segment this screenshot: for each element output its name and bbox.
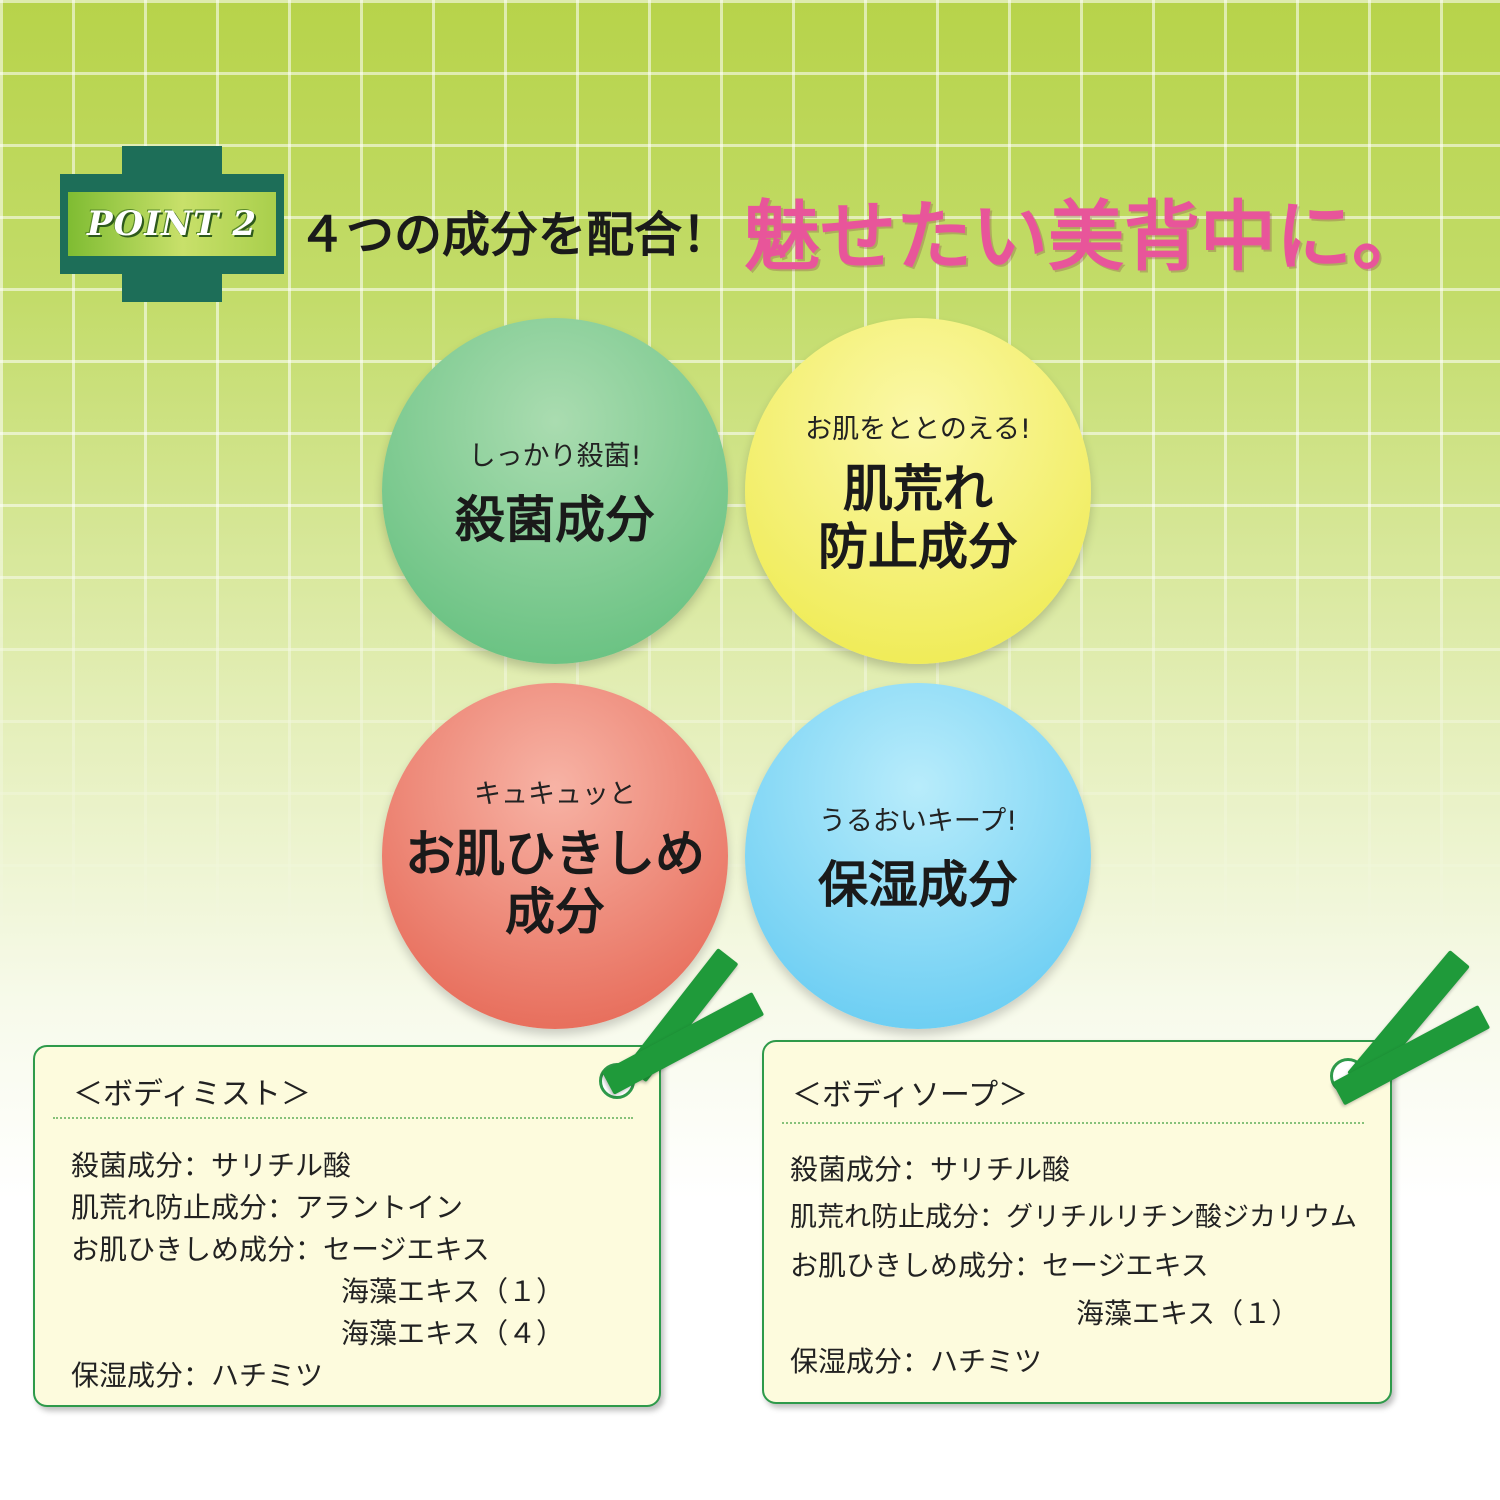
circle-moisturizing: うるおいキープ! 保湿成分	[745, 683, 1091, 1029]
headline: ４つの成分を配合！ 魅せたい美背中に。	[298, 180, 1428, 281]
ingredient-line: 保湿成分：ハチミツ	[71, 1359, 324, 1392]
dotted-divider	[782, 1122, 1364, 1124]
circle-title-line1: 肌荒れ	[843, 459, 993, 518]
headline-accent: 魅せたい美背中に。	[744, 192, 1429, 281]
circle-title: 保湿成分	[818, 855, 1018, 914]
card-body-mist: ＜ボディミスト＞ 殺菌成分：サリチル酸 肌荒れ防止成分：アラントイン お肌ひきし…	[33, 1045, 661, 1407]
circle-title-line1: お肌ひきしめ	[405, 824, 705, 883]
headline-main: ４つの成分を配合！	[298, 207, 731, 263]
card-title: ＜ボディソープ＞	[792, 1078, 1029, 1113]
ingredient-line: 保湿成分：ハチミツ	[790, 1345, 1043, 1378]
badge-label: POINT 2	[87, 204, 257, 244]
ingredient-line: 肌荒れ防止成分：アラントイン	[71, 1191, 464, 1224]
circle-tightening: キュキュッと お肌ひきしめ 成分	[382, 683, 728, 1029]
card-body-soap: ＜ボディソープ＞ 殺菌成分：サリチル酸 肌荒れ防止成分：グリチルリチン酸ジカリウ…	[762, 1040, 1392, 1404]
circle-skin-protection: お肌をととのえる! 肌荒れ 防止成分	[745, 318, 1091, 664]
circle-subtitle: お肌をととのえる!	[805, 413, 1031, 445]
circle-title-line2: 成分	[505, 882, 605, 941]
ingredient-list: 殺菌成分：サリチル酸 肌荒れ防止成分：アラントイン お肌ひきしめ成分：セージエキ…	[71, 1145, 564, 1397]
point-badge: POINT 2	[60, 146, 284, 302]
ingredient-line: 海藻エキス（１）	[1076, 1297, 1300, 1330]
circle-title-line2: 防止成分	[818, 517, 1018, 576]
circle-sterilization: しっかり殺菌! 殺菌成分	[382, 318, 728, 664]
card-title: ＜ボディミスト＞	[73, 1077, 311, 1112]
circle-subtitle: うるおいキープ!	[818, 805, 1018, 837]
ingredient-line: 殺菌成分：サリチル酸	[71, 1149, 352, 1182]
ingredient-line: 海藻エキス（４）	[341, 1317, 565, 1350]
ingredient-list: 殺菌成分：サリチル酸 肌荒れ防止成分：グリチルリチン酸ジカリウム お肌ひきしめ成…	[790, 1146, 1357, 1386]
circle-subtitle: キュキュッと	[474, 778, 636, 810]
circle-subtitle: しっかり殺菌!	[468, 440, 642, 472]
circle-title: 殺菌成分	[455, 490, 655, 549]
ingredient-line: 肌荒れ防止成分：グリチルリチン酸ジカリウム	[790, 1202, 1357, 1233]
ingredient-line: 殺菌成分：サリチル酸	[790, 1153, 1071, 1186]
ingredient-line: お肌ひきしめ成分：セージエキス	[790, 1249, 1209, 1282]
ingredient-line: お肌ひきしめ成分：セージエキス	[71, 1233, 490, 1266]
dotted-divider	[53, 1117, 633, 1119]
ingredient-line: 海藻エキス（１）	[341, 1275, 565, 1308]
badge-plate: POINT 2	[68, 192, 276, 256]
